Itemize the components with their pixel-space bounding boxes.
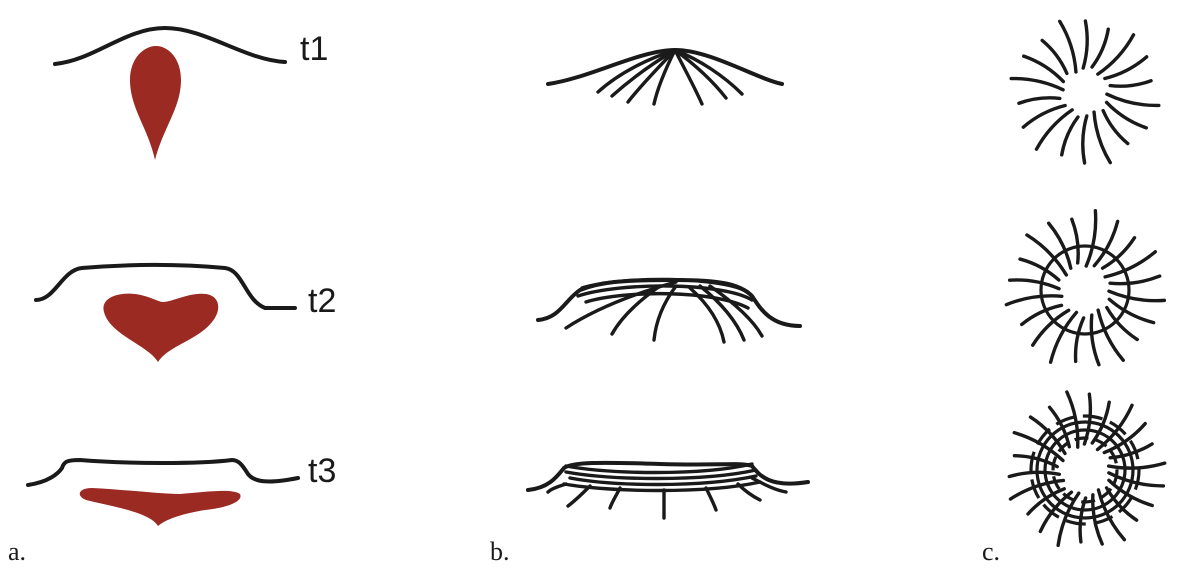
radial-fiber	[1084, 394, 1090, 444]
radial-fiber	[1086, 211, 1095, 266]
radial-fiber	[1072, 219, 1078, 263]
radial-fibers-t2	[1006, 211, 1164, 365]
radial-fiber	[1024, 56, 1064, 81]
radial-fiber	[1010, 280, 1059, 289]
radial-fiber	[1020, 259, 1059, 280]
radial-fiber	[1107, 102, 1147, 127]
radial-fiber	[1110, 81, 1151, 86]
time-label-t1: t1	[300, 30, 328, 68]
radial-fiber	[1019, 98, 1060, 103]
panel-label-a: a.	[8, 537, 26, 566]
radial-fiber	[1009, 472, 1059, 476]
radial-fiber	[1091, 315, 1099, 365]
radial-fiber	[1105, 57, 1147, 79]
time-label-t3: t3	[308, 452, 336, 490]
fiber-dome-t2	[538, 279, 800, 342]
radial-fiber	[1011, 79, 1063, 90]
drop-shape-t2	[103, 294, 218, 362]
panel-b: b.	[490, 50, 808, 566]
radial-fiber	[1109, 463, 1165, 468]
radial-fiber	[1092, 29, 1108, 67]
radial-fibers-t1	[1011, 21, 1159, 163]
radial-fiber	[1083, 116, 1087, 163]
radial-fiber	[1076, 318, 1084, 361]
panel-a: t1 t2 t3 a.	[8, 28, 336, 566]
panel-label-b: b.	[490, 537, 510, 566]
surface-outline-t2	[36, 265, 295, 308]
panel-label-c: c.	[982, 537, 1000, 566]
radial-fiber	[1006, 296, 1061, 305]
radial-fiber	[1109, 291, 1164, 300]
radial-fiber	[1110, 276, 1160, 284]
surface-outline-t3	[28, 460, 298, 485]
fiber-dome-t3	[528, 463, 808, 518]
radial-fibers-t3	[1009, 392, 1164, 545]
radial-fiber	[1023, 106, 1065, 128]
radial-fiber	[1107, 94, 1159, 105]
fiber-dome-t1	[548, 50, 782, 104]
radial-fiber	[1080, 498, 1086, 542]
panel-c: c.	[982, 21, 1165, 566]
drop-shape-t3	[80, 488, 241, 526]
radial-fiber	[1083, 21, 1087, 68]
radial-fiber	[1062, 117, 1078, 155]
drop-shape-t1	[130, 46, 181, 160]
time-label-t2: t2	[308, 282, 336, 320]
